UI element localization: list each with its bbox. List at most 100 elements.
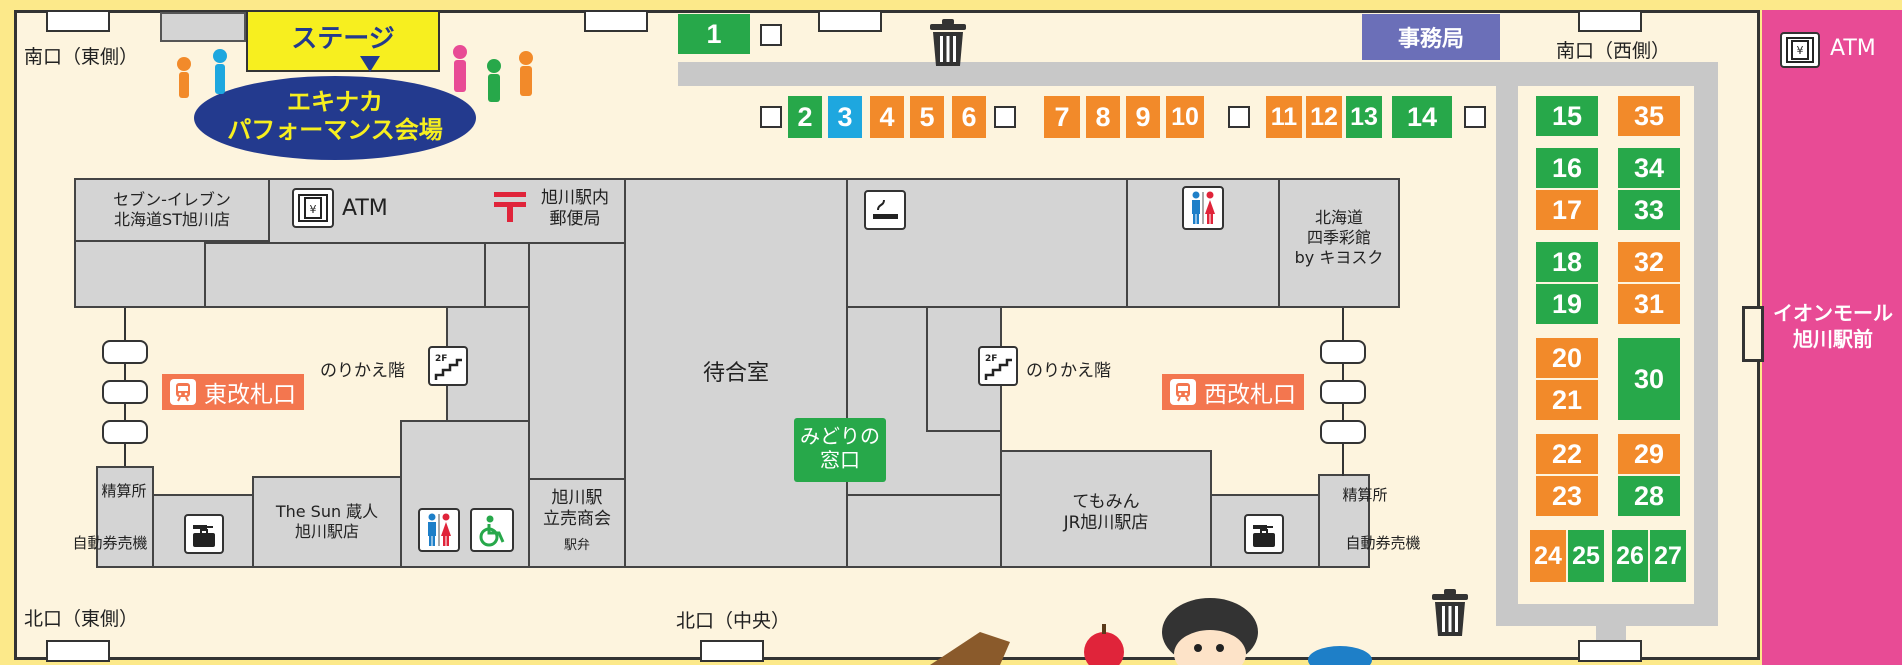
restroom-icon-right (1182, 186, 1224, 230)
train-icon-west (1170, 379, 1196, 405)
ticket-machine-right: 自動券売機 (1345, 534, 1421, 552)
tachiuri-label: 旭川駅 立売商会 (543, 488, 611, 530)
booth-empty-a (760, 24, 782, 46)
gate-post-right-3 (1320, 420, 1366, 444)
booth-26[interactable]: 26 (1612, 530, 1648, 582)
booth-19[interactable]: 19 (1536, 284, 1598, 324)
stairs-icon-right: 2F (978, 346, 1018, 386)
booth-31[interactable]: 31 (1618, 284, 1680, 324)
coin-locker-icon-left (184, 514, 224, 554)
performance-area-line1: エキナカ (287, 88, 383, 116)
booth-7[interactable]: 7 (1044, 96, 1080, 138)
svg-text:¥: ¥ (310, 203, 317, 216)
booth-28[interactable]: 28 (1618, 476, 1680, 516)
gate-post-right-2 (1320, 380, 1366, 404)
west-ticket-gate-label: 西改札口 (1204, 382, 1296, 408)
post-office-label: 旭川駅内 郵便局 (541, 188, 609, 230)
midori-window-label: みどりの 窓口 (800, 424, 880, 472)
room-thesun (252, 476, 402, 568)
booth-27[interactable]: 27 (1650, 530, 1686, 582)
room-shikisai (1278, 178, 1400, 308)
booth-14[interactable]: 14 (1392, 96, 1452, 138)
trash-can-icon-top (930, 19, 966, 66)
east-ticket-gate[interactable]: 東改札口 (162, 374, 304, 410)
booth-24[interactable]: 24 (1530, 530, 1566, 582)
booth-6[interactable]: 6 (952, 96, 986, 138)
booth-track-top (678, 62, 1718, 86)
aeon-label: イオンモール 旭川駅前 (1773, 301, 1893, 351)
booth-4[interactable]: 4 (870, 96, 904, 138)
booth-20[interactable]: 20 (1536, 338, 1598, 378)
booth-23[interactable]: 23 (1536, 476, 1598, 516)
booth-3[interactable]: 3 (828, 96, 862, 138)
performance-area (194, 76, 476, 160)
booth-30[interactable]: 30 (1618, 338, 1680, 420)
booth-32[interactable]: 32 (1618, 242, 1680, 282)
stage-sign-text: ステージ (291, 24, 395, 54)
atm-label-pink: ATM (1830, 36, 1876, 61)
booth-35[interactable]: 35 (1618, 96, 1680, 136)
booth-21[interactable]: 21 (1536, 380, 1598, 420)
stage-sign (246, 10, 440, 72)
aeon-entrance (1742, 306, 1764, 362)
booth-10[interactable]: 10 (1166, 96, 1204, 138)
room-mid-right-low (846, 494, 1002, 568)
door-north-3 (1578, 640, 1642, 662)
restroom-icon-left (418, 508, 460, 552)
ticket-machine-left: 自動券売機 (72, 534, 148, 552)
room-toilet-right (1126, 178, 1280, 308)
booth-11[interactable]: 11 (1266, 96, 1302, 138)
fare-adjust-left: 精算所 (101, 482, 147, 500)
exit-north-center: 北口（中央） (676, 610, 791, 632)
booth-17[interactable]: 17 (1536, 190, 1598, 230)
booth-5[interactable]: 5 (910, 96, 944, 138)
svg-text:¥: ¥ (1797, 44, 1804, 57)
smoking-area-icon (864, 190, 906, 230)
mascot-illustration (930, 598, 1372, 665)
atm-label: ATM (342, 196, 388, 221)
booth-29[interactable]: 29 (1618, 434, 1680, 474)
door-south-3 (818, 10, 882, 32)
booth-16[interactable]: 16 (1536, 148, 1598, 188)
booth-34[interactable]: 34 (1618, 148, 1680, 188)
door-north-1 (46, 640, 110, 662)
coin-locker-icon-right (1244, 514, 1284, 554)
room-temomin (1000, 450, 1212, 568)
trash-can-icon-bottom (1432, 589, 1468, 636)
booth-9[interactable]: 9 (1126, 96, 1160, 138)
booth-track-bottom (1496, 604, 1718, 626)
atm-icon-pink: ¥ (1780, 32, 1820, 68)
office-sign: 事務局 (1362, 14, 1500, 60)
room-mid-c (528, 242, 626, 480)
atm-icon: ¥ (292, 188, 334, 228)
thesun-label: The Sun 蔵人 旭川駅店 (275, 502, 379, 541)
room-seven-eleven (74, 178, 270, 242)
west-ticket-gate[interactable]: 西改札口 (1162, 374, 1304, 410)
booth-2[interactable]: 2 (788, 96, 822, 138)
booth-33[interactable]: 33 (1618, 190, 1680, 230)
booth-18[interactable]: 18 (1536, 242, 1598, 282)
booth-22[interactable]: 22 (1536, 434, 1598, 474)
booth-empty-b (760, 106, 782, 128)
door-south-4 (1578, 10, 1642, 32)
gate-post-right-1 (1320, 340, 1366, 364)
room-left-lower (74, 240, 206, 308)
gate-post-left-2 (102, 380, 148, 404)
booth-13[interactable]: 13 (1346, 96, 1382, 138)
dancers-illustration (177, 45, 533, 102)
booth-1[interactable]: 1 (678, 14, 750, 54)
accessible-toilet-icon (470, 508, 514, 552)
gate-post-left-3 (102, 420, 148, 444)
booth-8[interactable]: 8 (1086, 96, 1120, 138)
booth-25[interactable]: 25 (1568, 530, 1604, 582)
booth-12[interactable]: 12 (1306, 96, 1342, 138)
booth-track-right-outer (1496, 86, 1518, 626)
booth-track-right-inner (1694, 86, 1718, 626)
room-fare-right (1318, 474, 1370, 568)
booth-empty-d (1228, 106, 1250, 128)
fare-adjust-right: 精算所 (1342, 486, 1388, 504)
stair-tag-left: 2F (435, 354, 447, 364)
seven-eleven-label: セブン-イレブン 北海道ST旭川店 (113, 190, 231, 229)
room-tachiuri (528, 478, 626, 568)
booth-15[interactable]: 15 (1536, 96, 1598, 136)
